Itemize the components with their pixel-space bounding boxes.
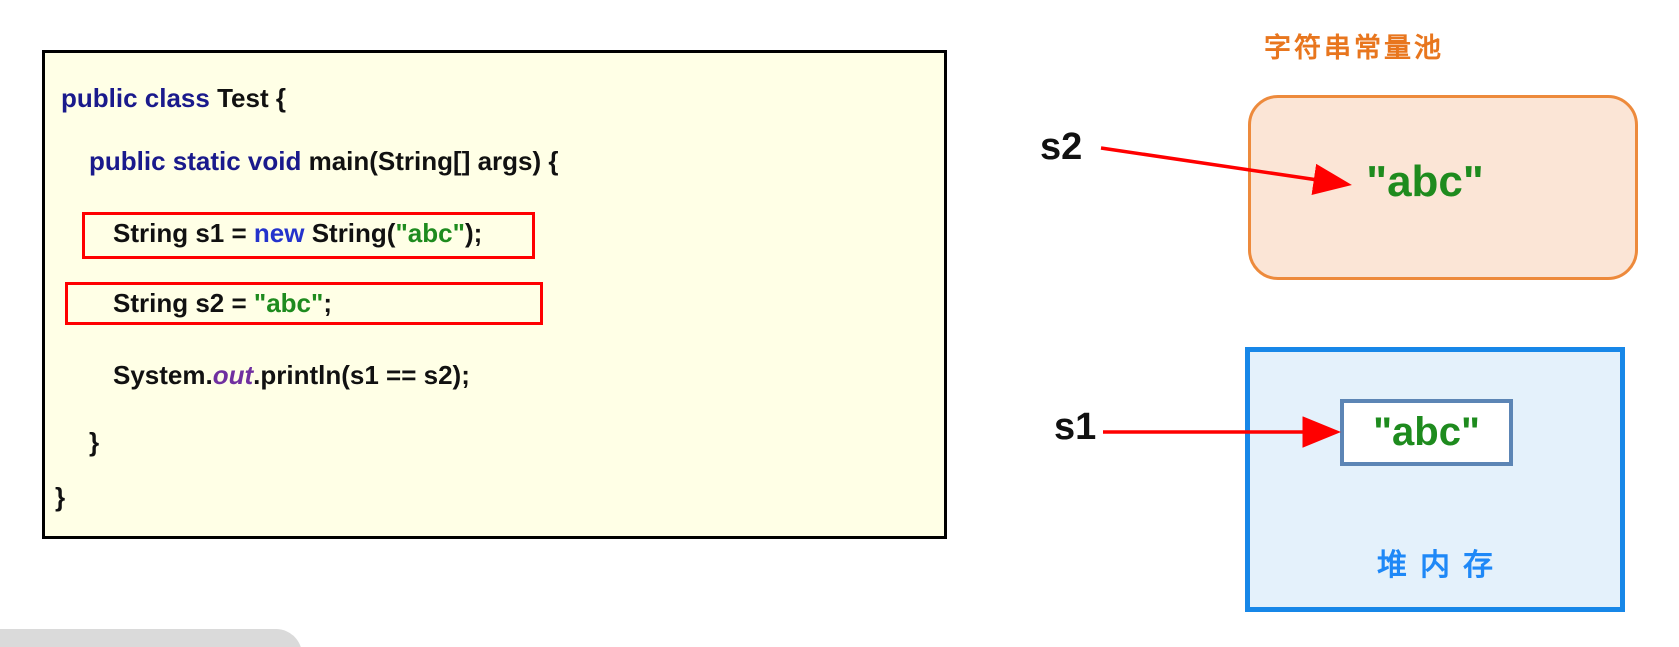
- string-literal-abc: "abc": [395, 218, 465, 248]
- keyword-public-class: public class: [61, 83, 218, 113]
- code-line-class-decl: public class Test {: [61, 81, 286, 115]
- code-text: String s1 =: [113, 218, 254, 248]
- main-signature: main(String[] args) {: [308, 146, 559, 176]
- s1-arrow: [1103, 416, 1341, 448]
- code-text: ;: [323, 288, 333, 318]
- string-literal-abc: "abc": [253, 288, 324, 318]
- out-field: out: [212, 360, 254, 390]
- code-text: );: [464, 218, 483, 248]
- code-text: String(: [304, 218, 396, 248]
- s1-reference-label: s1: [1054, 406, 1097, 448]
- s2-reference-label: s2: [1040, 126, 1083, 168]
- keyword-public-static-void: public static void: [89, 146, 309, 176]
- code-line-close-class: }: [55, 480, 65, 514]
- code-panel: public class Test { public static void m…: [42, 50, 947, 539]
- code-text: .println(s1 == s2);: [253, 360, 470, 390]
- corner-decoration-shape: [0, 629, 302, 647]
- code-text: }: [55, 482, 66, 512]
- code-text: }: [89, 427, 100, 457]
- string-constant-pool-title: 字符串常量池: [1264, 33, 1444, 63]
- code-text: System.: [113, 360, 213, 390]
- pool-string-value: "abc": [1366, 156, 1484, 206]
- code-text: String s2 =: [113, 288, 254, 318]
- code-line-close-main: }: [89, 425, 99, 459]
- heap-string-object-box: "abc": [1340, 399, 1513, 466]
- heap-string-value: "abc": [1373, 410, 1480, 454]
- code-line-s1-assignment: String s1 = new String("abc");: [113, 216, 482, 250]
- s2-arrow: [1100, 146, 1352, 195]
- code-line-main-decl: public static void main(String[] args) {: [89, 144, 559, 178]
- heap-memory-label: 堆内存: [1377, 549, 1506, 582]
- class-name: Test {: [217, 83, 286, 113]
- highlight-box-s2-line: [65, 282, 543, 325]
- heap-memory-box: "abc" 堆内存: [1245, 347, 1625, 612]
- keyword-new: new: [253, 218, 305, 248]
- highlight-box-s1-line: [82, 212, 535, 259]
- code-line-println: System.out.println(s1 == s2);: [113, 358, 470, 392]
- code-line-s2-assignment: String s2 = "abc";: [113, 286, 332, 320]
